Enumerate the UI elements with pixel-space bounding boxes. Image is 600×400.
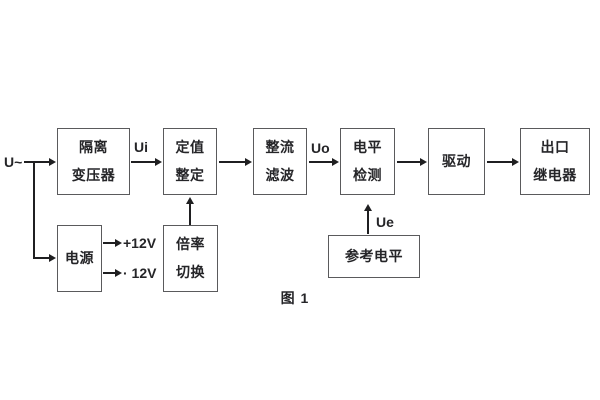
- block-drive: 驱动: [428, 128, 485, 195]
- block-setting-line2: 整定: [175, 167, 205, 183]
- connector-input-stub: [24, 161, 34, 163]
- block-setting: 定值 整定: [163, 128, 217, 195]
- connector-transformer-to-setting: [131, 161, 156, 163]
- connector-drive-to-relay: [487, 161, 513, 163]
- block-level-detection-line2: 检测: [353, 167, 382, 183]
- block-power-supply: 电源: [57, 225, 102, 292]
- block-ratio-switch-line1: 倍率: [176, 236, 205, 252]
- connector-rectifier-to-level: [309, 161, 333, 163]
- plus-12v-label: +12V: [123, 235, 157, 251]
- block-rectifier-filter-line1: 整流: [265, 139, 295, 155]
- block-setting-line1: 定值: [175, 139, 205, 155]
- uo-voltage-label: Uo: [311, 140, 330, 156]
- block-drive-line1: 驱动: [442, 153, 471, 169]
- connector-setting-to-rectifier: [219, 161, 246, 163]
- arrowhead-power-plus12: [115, 239, 122, 247]
- arrowhead-setting-to-rectifier: [245, 158, 252, 166]
- connector-reference-to-level: [367, 210, 369, 234]
- arrowhead-rectifier-to-level: [332, 158, 339, 166]
- ue-voltage-label: Ue: [376, 214, 394, 230]
- connector-input-to-transformer: [33, 161, 50, 163]
- block-isolation-transformer-line2: 变压器: [71, 167, 116, 183]
- block-ratio-switch: 倍率 切换: [163, 225, 218, 292]
- block-level-detection-line1: 电平: [353, 139, 382, 155]
- block-output-relay-line1: 出口: [540, 139, 570, 155]
- block-rectifier-filter-line2: 滤波: [265, 167, 295, 183]
- arrowhead-ratio-to-setting: [186, 197, 194, 204]
- connector-power-plus12: [103, 242, 116, 244]
- block-level-detection: 电平 检测: [340, 128, 395, 195]
- connector-input-branch: [33, 161, 35, 258]
- arrowhead-power-minus12: [115, 269, 122, 277]
- block-output-relay: 出口 继电器: [520, 128, 590, 195]
- connector-level-to-drive: [397, 161, 421, 163]
- block-rectifier-filter: 整流 滤波: [253, 128, 307, 195]
- block-output-relay-line2: 继电器: [533, 167, 577, 183]
- block-power-supply-line1: 电源: [65, 250, 94, 266]
- figure-caption: 图 1: [280, 290, 310, 306]
- ui-voltage-label: Ui: [134, 139, 148, 155]
- arrowhead-reference-to-level: [364, 204, 372, 211]
- block-ratio-switch-line2: 切换: [176, 264, 205, 280]
- arrowhead-input-to-transformer: [49, 158, 56, 166]
- arrowhead-input-to-power: [49, 254, 56, 262]
- arrowhead-drive-to-relay: [512, 158, 519, 166]
- arrowhead-level-to-drive: [420, 158, 427, 166]
- block-isolation-transformer: 隔离 变压器: [57, 128, 130, 195]
- arrowhead-transformer-to-setting: [155, 158, 162, 166]
- block-reference-level-line1: 参考电平: [345, 248, 403, 264]
- block-reference-level: 参考电平: [328, 235, 420, 278]
- connector-power-minus12: [103, 272, 116, 274]
- minus-12v-label: · 12V: [123, 265, 157, 281]
- block-isolation-transformer-line1: 隔离: [79, 139, 108, 155]
- connector-input-to-power: [33, 257, 50, 259]
- connector-ratio-to-setting: [189, 203, 191, 225]
- input-voltage-label: U~: [4, 154, 23, 170]
